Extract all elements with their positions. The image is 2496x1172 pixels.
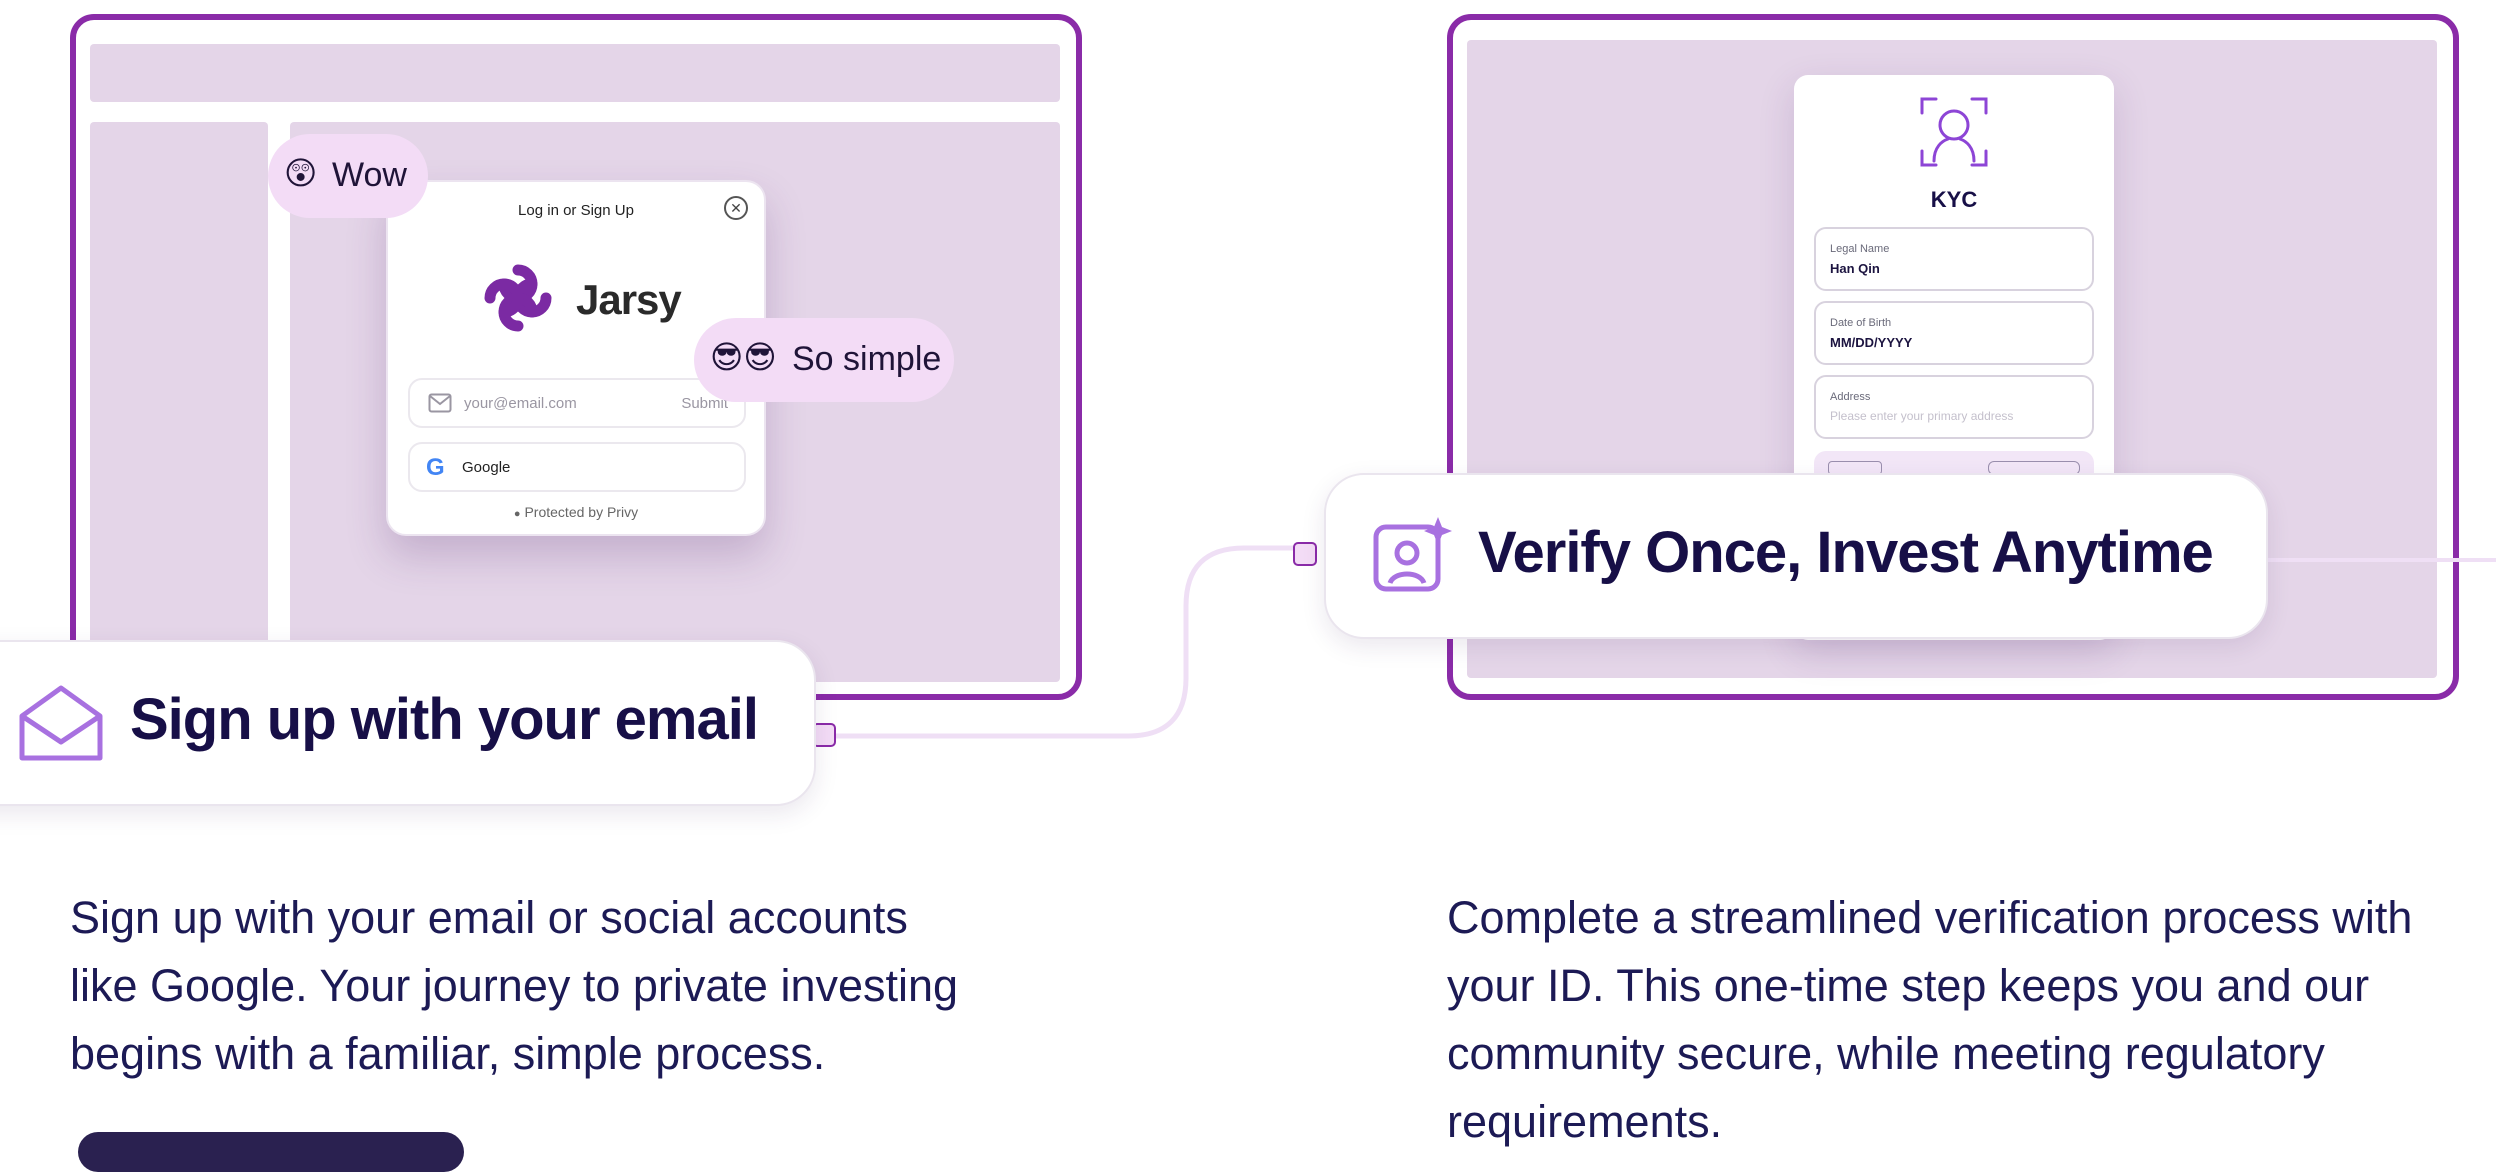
connector-node-verify	[1293, 542, 1317, 566]
verify-description: Complete a streamlined verification proc…	[1447, 884, 2496, 1156]
placeholder-header-bar	[90, 44, 1060, 102]
flow-connector	[836, 545, 2496, 739]
wow-emoji: 😲	[284, 155, 318, 191]
address-placeholder: Please enter your primary address	[1830, 409, 2014, 423]
address-field[interactable]: Address Please enter your primary addres…	[1814, 375, 2094, 439]
so-simple-emoji: 😎😎	[710, 339, 777, 375]
signup-cta-button[interactable]	[78, 1132, 464, 1172]
verify-description-line: Complete a streamlined verification proc…	[1447, 892, 2413, 943]
modal-title: Log in or Sign Up	[518, 202, 634, 219]
signup-description-line: Sign up with your email or social accoun…	[70, 892, 908, 943]
submit-button[interactable]: Submit	[681, 395, 728, 412]
wow-text: Wow	[332, 156, 407, 194]
verify-description-line: requirements.	[1447, 1096, 1723, 1147]
jarsy-logo-icon	[484, 264, 552, 332]
protected-label: Protected by Privy	[524, 504, 639, 520]
signup-description-line: like Google. Your journey to private inv…	[70, 960, 959, 1011]
date-of-birth-value: MM/DD/YYYY	[1830, 335, 1913, 350]
so-simple-text: So simple	[792, 340, 942, 378]
user-sparkle-icon	[1373, 517, 1452, 592]
date-of-birth-label: Date of Birth	[1830, 317, 1892, 329]
mail-icon	[428, 393, 452, 413]
verify-description-line: community secure, while meeting regulato…	[1447, 1028, 2325, 1079]
google-label: Google	[462, 459, 511, 476]
signup-description: Sign up with your email or social accoun…	[70, 884, 1150, 1088]
legal-name-label: Legal Name	[1830, 243, 1890, 255]
placeholder-sidebar	[90, 122, 268, 700]
verify-feature-label: Verify Once, Invest Anytime	[1324, 473, 2268, 639]
address-label: Address	[1830, 391, 1871, 403]
envelope-open-icon	[19, 685, 103, 761]
so-simple-bubble: 😎😎 So simple	[694, 318, 954, 402]
email-placeholder: your@email.com	[464, 395, 577, 412]
email-field[interactable]: your@email.com Submit	[408, 378, 746, 428]
date-of-birth-field[interactable]: Date of Birth MM/DD/YYYY	[1814, 301, 2094, 365]
signup-description-line: begins with a familiar, simple process.	[70, 1028, 826, 1079]
brand-name: Jarsy	[576, 276, 682, 323]
google-icon: G	[426, 454, 445, 481]
kyc-title: KYC	[1930, 187, 1978, 212]
verify-feature-title: Verify Once, Invest Anytime	[1478, 520, 2214, 585]
protected-by-text: ● Protected by Privy	[388, 504, 764, 520]
signup-feature-label: Sign up with your email	[0, 640, 816, 806]
verify-description-line: your ID. This one-time step keeps you an…	[1447, 960, 2370, 1011]
privy-icon: ●	[513, 508, 521, 520]
google-login-button[interactable]: G Google	[408, 442, 746, 492]
close-icon[interactable]: ✕	[724, 196, 748, 220]
wow-bubble: 😲 Wow	[268, 134, 428, 218]
legal-name-value: Han Qin	[1830, 261, 1880, 276]
legal-name-field[interactable]: Legal Name Han Qin	[1814, 227, 2094, 291]
signup-feature-title: Sign up with your email	[130, 687, 759, 752]
login-modal: Log in or Sign Up ✕ Jarsy your@email.com…	[386, 180, 766, 536]
face-scan-icon	[1920, 97, 1988, 167]
